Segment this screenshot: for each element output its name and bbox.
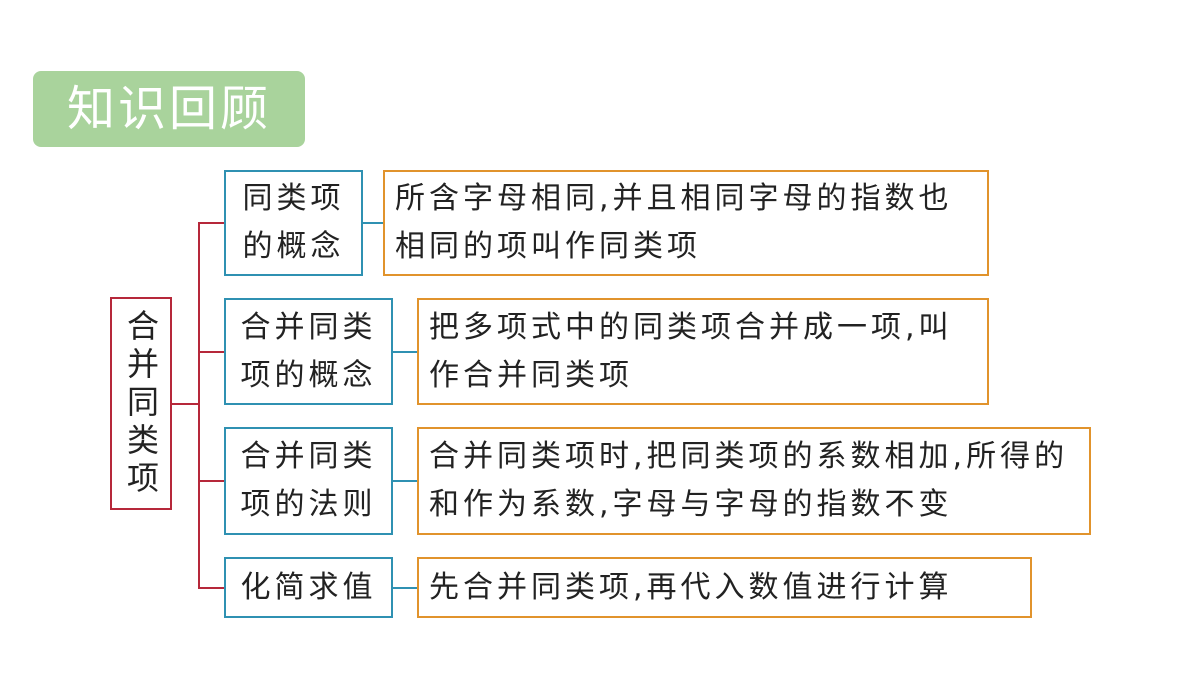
definition-text-4: 先合并同类项,再代入数值进行计算 [429,569,953,605]
definition-node-3: 合并同类项时,把同类项的系数相加,所得的和作为系数,字母与字母的指数不变 [417,427,1091,535]
term-def-connector-3 [392,480,418,482]
term-node-3: 合并同类项的法则 [224,427,393,535]
definition-text-2: 把多项式中的同类项合并成一项,叫作合并同类项 [429,309,953,393]
root-node: 合并同类项 [110,297,172,510]
definition-node-4: 先合并同类项,再代入数值进行计算 [417,557,1032,618]
root-connector [172,403,199,405]
term-node-1: 同类项的概念 [224,170,363,276]
term-label-2: 合并同类项的概念 [240,309,377,393]
term-label-1: 同类项的概念 [242,181,345,264]
branch-connector-4 [198,587,225,589]
branch-connector-1 [198,222,225,224]
section-badge: 知识回顾 [33,71,305,147]
root-label: 合并同类项 [122,308,160,499]
definition-text-3: 合并同类项时,把同类项的系数相加,所得的和作为系数,字母与字母的指数不变 [429,439,1069,522]
branch-connector-2 [198,351,225,353]
definition-node-1: 所含字母相同,并且相同字母的指数也相同的项叫作同类项 [383,170,989,276]
term-node-4: 化简求值 [224,557,393,618]
term-node-2: 合并同类项的概念 [224,298,393,405]
definition-node-2: 把多项式中的同类项合并成一项,叫作合并同类项 [417,298,989,405]
branch-spine [198,222,200,588]
definition-text-1: 所含字母相同,并且相同字母的指数也相同的项叫作同类项 [395,181,953,264]
term-label-3: 合并同类项的法则 [240,439,377,522]
term-def-connector-2 [392,351,418,353]
term-def-connector-1 [362,222,384,224]
branch-connector-3 [198,480,225,482]
term-def-connector-4 [392,587,418,589]
term-label-4: 化简求值 [240,569,377,605]
